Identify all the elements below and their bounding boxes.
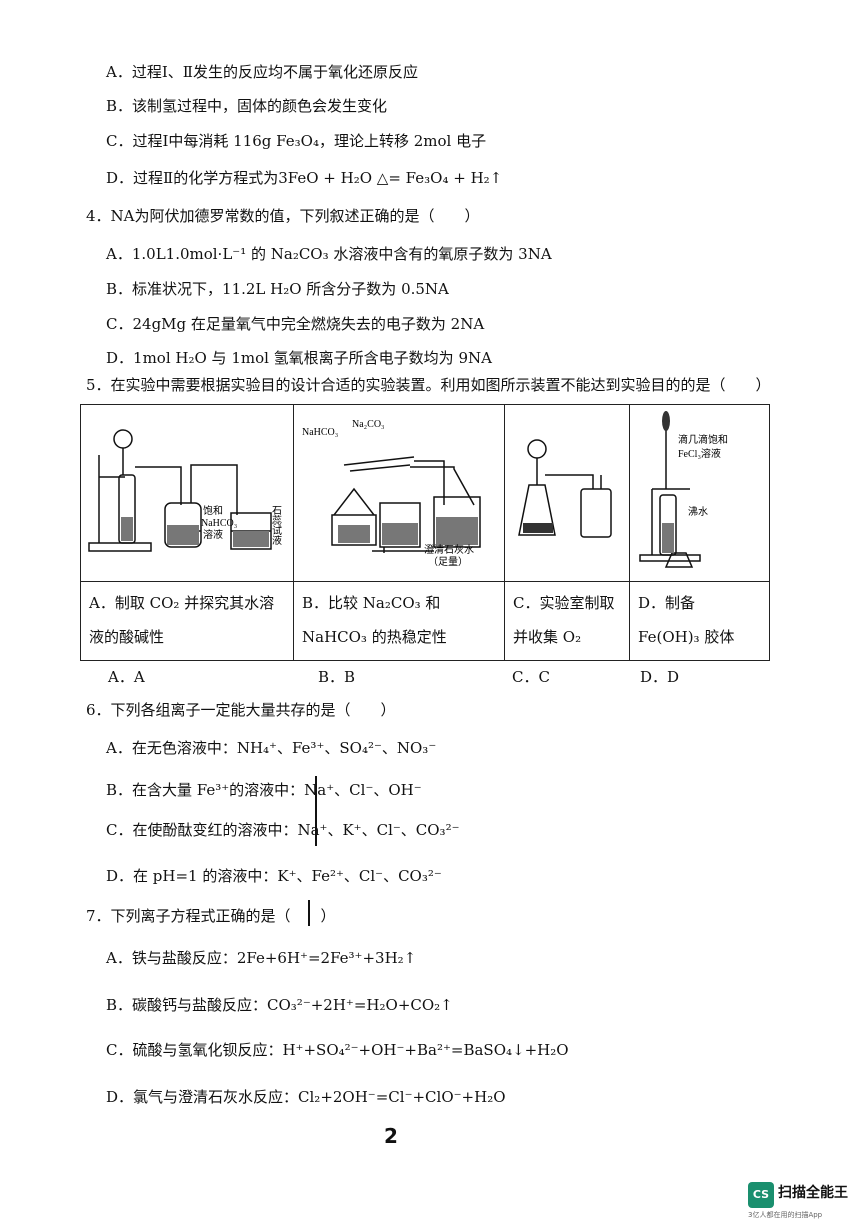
q4-option-b: B．标准状况下，11.2L H₂O 所含分子数为 0.5NA: [106, 280, 449, 298]
q5-figure-c: [505, 405, 629, 581]
q3-option-d: D．过程Ⅱ的化学方程式为3FeO + H₂O △= Fe₃O₄ + H₂↑: [106, 168, 502, 188]
label-solution: 溶液: [203, 528, 223, 541]
q7-option-c: C．硫酸与氢氧化钡反应：H⁺+SO₄²⁻+OH⁻+Ba²⁺=BaSO₄↓+H₂O: [106, 1041, 569, 1059]
q4-stem: 4．NA为阿伏加德罗常数的值，下列叙述正确的是（ ）: [86, 207, 480, 225]
q4-option-a: A．1.0L1.0mol·L⁻¹ 的 Na₂CO₃ 水溶液中含有的氧原子数为 3…: [106, 245, 552, 263]
q3-option-d-prefix: D．过程Ⅱ的化学方程式为: [106, 169, 279, 187]
label-limewater: 澄清石灰水: [424, 543, 474, 556]
pen-mark: [315, 776, 317, 846]
apparatus-d-drawing: 滴几滴饱和 FeCl₃溶液 沸水: [639, 411, 728, 568]
label-na2co3: Na₂CO₃: [352, 419, 385, 430]
apparatus-c-drawing: [518, 439, 612, 538]
q5-caption-a: A．制取 CO₂ 并探究其水溶液的酸碱性: [89, 594, 275, 646]
q3-option-d-equation: 3FeO + H₂O △= Fe₃O₄ + H₂↑: [278, 169, 503, 187]
q5-answer-d: D．D: [640, 668, 680, 686]
q5-figure-d: 滴几滴饱和 FeCl₃溶液 沸水: [630, 405, 769, 581]
q6-stem: 6．下列各组离子一定能大量共存的是（ ）: [86, 701, 396, 719]
apparatus-b-drawing: NaHCO₃ Na₂CO₃ 澄清石灰水 （足量）: [302, 419, 481, 568]
scanner-watermark: CS 扫描全能王 3亿人都在用的扫描App: [748, 1180, 853, 1220]
q3-option-c: C．过程Ⅰ中每消耗 116g Fe₃O₄，理论上转移 2mol 电子: [106, 132, 487, 150]
label-boiling-water: 沸水: [688, 505, 708, 518]
scanner-subtitle: 3亿人都在用的扫描App: [748, 1211, 823, 1219]
q5-caption-d: D．制备 Fe(OH)₃ 胶体: [638, 594, 735, 646]
page-number: 2: [384, 1124, 398, 1148]
q6-option-a: A．在无色溶液中：NH₄⁺、Fe³⁺、SO₄²⁻、NO₃⁻: [106, 739, 437, 757]
label-excess: （足量）: [428, 556, 468, 568]
label-litmus: 石蕊试液: [270, 505, 282, 546]
q5-apparatus-table: 饱和 NaHCO₃ 溶液 石蕊试液: [80, 404, 770, 661]
q5-answer-c: C．C: [512, 668, 550, 686]
label-nahco3-b: NaHCO₃: [302, 427, 338, 438]
label-saturated: 饱和: [203, 505, 223, 517]
q5-caption-b: B．比较 Na₂CO₃ 和 NaHCO₃ 的热稳定性: [302, 594, 447, 646]
q4-option-c: C．24gMg 在足量氧气中完全燃烧失去的电子数为 2NA: [106, 315, 485, 333]
q4-option-d: D．1mol H₂O 与 1mol 氢氧根离子所含电子数均为 9NA: [106, 349, 492, 367]
q5-caption-c: C．实验室制取并收集 O₂: [513, 594, 615, 646]
pen-mark-2: [308, 900, 310, 926]
scanner-logo-icon: CS: [748, 1182, 774, 1208]
scanner-title: 扫描全能王: [778, 1185, 848, 1201]
apparatus-a-drawing: 饱和 NaHCO₃ 溶液 石蕊试液: [88, 429, 282, 552]
label-drops: 滴几滴饱和: [678, 433, 728, 446]
q6-option-d: D．在 pH=1 的溶液中：K⁺、Fe²⁺、Cl⁻、CO₃²⁻: [106, 867, 442, 885]
label-nahco3: NaHCO₃: [201, 518, 237, 529]
q5-figure-a: 饱和 NaHCO₃ 溶液 石蕊试液: [81, 405, 293, 581]
q6-option-c: C．在使酚酞变红的溶液中：Na⁺、K⁺、Cl⁻、CO₃²⁻: [106, 821, 460, 839]
label-fecl3: FeCl₃溶液: [678, 447, 721, 460]
q5-answer-a: A．A: [108, 668, 145, 686]
q7-option-d: D．氯气与澄清石灰水反应：Cl₂+2OH⁻=Cl⁻+ClO⁻+H₂O: [106, 1088, 506, 1106]
q7-stem: 7．下列离子方程式正确的是（ ）: [86, 907, 336, 925]
q3-option-a: A．过程Ⅰ、Ⅱ发生的反应均不属于氧化还原反应: [106, 63, 418, 81]
q5-figure-b: NaHCO₃ Na₂CO₃ 澄清石灰水 （足量）: [294, 405, 504, 581]
q5-stem: 5．在实验中需要根据实验目的设计合适的实验装置。利用如图所示装置不能达到实验目的…: [86, 376, 771, 394]
q6-option-b: B．在含大量 Fe³⁺的溶液中：Na⁺、Cl⁻、OH⁻: [106, 781, 422, 799]
q7-option-a: A．铁与盐酸反应：2Fe+6H⁺=2Fe³⁺+3H₂↑: [106, 949, 417, 967]
q5-answer-b: B．B: [318, 668, 356, 686]
q3-option-b: B．该制氢过程中，固体的颜色会发生变化: [106, 97, 388, 115]
q7-option-b: B．碳酸钙与盐酸反应：CO₃²⁻+2H⁺=H₂O+CO₂↑: [106, 996, 453, 1014]
